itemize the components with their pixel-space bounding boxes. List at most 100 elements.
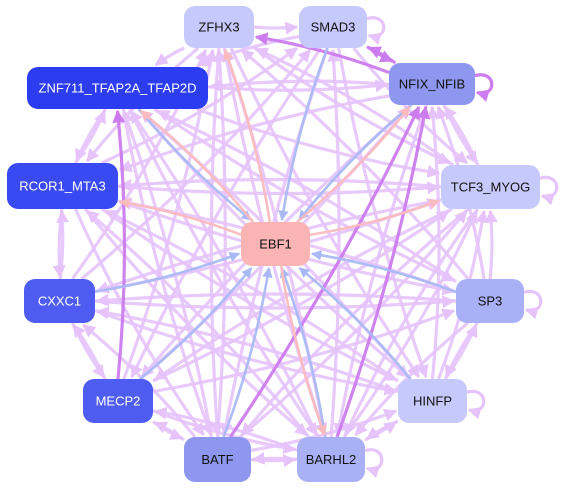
edge-znf711-to-ebf1: [137, 108, 253, 222]
edge-zfhx3-to-smad3: [253, 21, 299, 35]
edge-barhl2-to-nfix: [335, 105, 431, 438]
edge-nfix-to-barhl2: [333, 104, 428, 437]
edge-sp3-to-ebf1: [310, 250, 457, 294]
node-label-ebf1: EBF1: [259, 237, 292, 252]
edge-mecp2-to-ebf1: [139, 267, 253, 381]
node-sp3[interactable]: SP3: [456, 279, 524, 323]
edge-batf-to-znf711: [121, 109, 213, 438]
edge-tcf3-to-batf: [240, 207, 470, 437]
edge-batf-to-tcf3: [238, 209, 468, 439]
node-label-tcf3: TCF3_MYOG: [451, 180, 530, 195]
node-box-batf: [184, 437, 251, 482]
edge-cxxc1-to-smad3: [80, 48, 312, 281]
self-loop-nfix: [474, 73, 494, 102]
node-label-barhl2: BARHL2: [306, 452, 357, 467]
node-box-sp3: [456, 279, 524, 323]
edge-batf-to-ebf1: [222, 266, 273, 438]
edge-sp3-to-tcf3: [485, 209, 498, 280]
edge-rcor1-to-znf711: [74, 109, 107, 164]
node-box-nfix: [389, 63, 475, 105]
node-box-znf711: [27, 67, 208, 109]
self-loop-hinfp: [466, 389, 486, 420]
edge-ebf1-to-tcf3: [309, 199, 440, 237]
edge-cxxc1-to-ebf1: [94, 252, 240, 293]
edge-barhl2-to-batf: [251, 451, 298, 465]
node-label-znf711: ZNF711_TFAP2A_TFAP2D: [39, 81, 197, 96]
node-ebf1[interactable]: EBF1: [241, 222, 310, 266]
edge-barhl2-to-hinfp: [364, 420, 398, 442]
node-label-hinfp: HINFP: [413, 394, 452, 409]
node-barhl2[interactable]: BARHL2: [297, 437, 365, 482]
edge-zfhx3-to-znf711: [154, 46, 185, 67]
node-box-hinfp: [398, 379, 467, 423]
edge-hinfp-to-rcor1: [104, 209, 399, 383]
self-loop-sp3: [523, 289, 543, 320]
edge-nfix-to-smad3: [367, 46, 397, 65]
edge-tcf3-to-mecp2: [153, 207, 453, 382]
node-mecp2[interactable]: MECP2: [83, 379, 153, 423]
edge-zfhx3-to-hinfp: [229, 47, 421, 379]
edge-mecp2-to-tcf3: [152, 209, 450, 383]
edge-nfix-to-zfhx3: [254, 32, 390, 74]
node-label-nfix: NFIX_NFIB: [399, 77, 465, 92]
node-zfhx3[interactable]: ZFHX3: [184, 6, 254, 48]
edge-zfhx3-to-batf: [209, 47, 224, 437]
node-rcor1[interactable]: RCOR1_MTA3: [7, 163, 118, 209]
node-box-smad3: [299, 6, 367, 48]
edge-hinfp-to-ebf1: [298, 266, 412, 380]
edge-rcor1-to-hinfp: [101, 207, 398, 382]
edge-rcor1-to-tcf3: [117, 181, 441, 196]
edge-tcf3-to-barhl2: [343, 208, 479, 437]
node-box-barhl2: [297, 437, 365, 482]
node-nfix[interactable]: NFIX_NFIB: [389, 63, 475, 105]
node-box-tcf3: [441, 165, 540, 209]
node-label-batf: BATF: [201, 452, 233, 467]
edge-sp3-to-cxxc1: [95, 292, 457, 307]
edge-znf711-to-sp3: [153, 107, 456, 282]
self-loop-tcf3: [539, 175, 559, 206]
edge-mecp2-to-znf711: [112, 109, 127, 380]
node-tcf3[interactable]: TCF3_MYOG: [441, 165, 540, 209]
edge-batf-to-nfix: [229, 105, 421, 438]
edge-ebf1-to-barhl2: [279, 265, 327, 436]
edge-hinfp-to-cxxc1: [95, 306, 399, 394]
edge-batf-to-mecp2: [153, 421, 185, 442]
node-label-rcor1: RCOR1_MTA3: [19, 179, 105, 194]
edge-nfix-to-ebf1: [297, 104, 413, 221]
edge-barhl2-to-rcor1: [85, 209, 311, 439]
edge-smad3-to-ebf1: [278, 47, 329, 222]
edge-batf-to-zfhx3: [213, 48, 227, 438]
edge-barhl2-to-ebf1: [280, 267, 327, 438]
edge-ebf1-to-zfhx3: [223, 49, 272, 223]
edge-mecp2-to-cxxc1: [72, 323, 107, 380]
edge-ebf1-to-znf711: [139, 109, 255, 223]
edge-ebf1-to-nfix: [296, 106, 411, 223]
edge-sp3-to-znf711: [156, 109, 457, 283]
node-hinfp[interactable]: HINFP: [398, 379, 467, 423]
edge-tcf3-to-nfix: [443, 105, 480, 166]
node-label-sp3: SP3: [478, 294, 503, 309]
edge-znf711-to-tcf3: [196, 107, 441, 178]
node-box-zfhx3: [184, 6, 254, 48]
node-box-ebf1: [241, 222, 310, 266]
node-smad3[interactable]: SMAD3: [299, 6, 367, 48]
node-batf[interactable]: BATF: [184, 437, 251, 482]
node-label-cxxc1: CXXC1: [38, 294, 81, 309]
edge-sp3-to-zfhx3: [240, 48, 470, 281]
node-box-mecp2: [83, 379, 153, 423]
edge-mecp2-to-sp3: [152, 308, 456, 394]
edge-hinfp-to-sp3: [443, 323, 478, 380]
node-box-cxxc1: [24, 279, 95, 323]
edges-layer: [52, 16, 559, 478]
edge-cxxc1-to-sp3: [94, 295, 456, 310]
node-cxxc1[interactable]: CXXC1: [24, 279, 95, 323]
edge-nfix-to-znf711: [208, 79, 390, 92]
self-loop-smad3: [366, 16, 386, 45]
edge-ebf1-to-rcor1: [118, 198, 242, 236]
edge-cxxc1-to-rcor1: [56, 209, 70, 280]
edge-nfix-to-rcor1: [118, 94, 390, 172]
node-label-mecp2: MECP2: [96, 394, 141, 409]
node-znf711[interactable]: ZNF711_TFAP2A_TFAP2D: [27, 67, 208, 109]
edge-tcf3-to-rcor1: [118, 177, 442, 192]
